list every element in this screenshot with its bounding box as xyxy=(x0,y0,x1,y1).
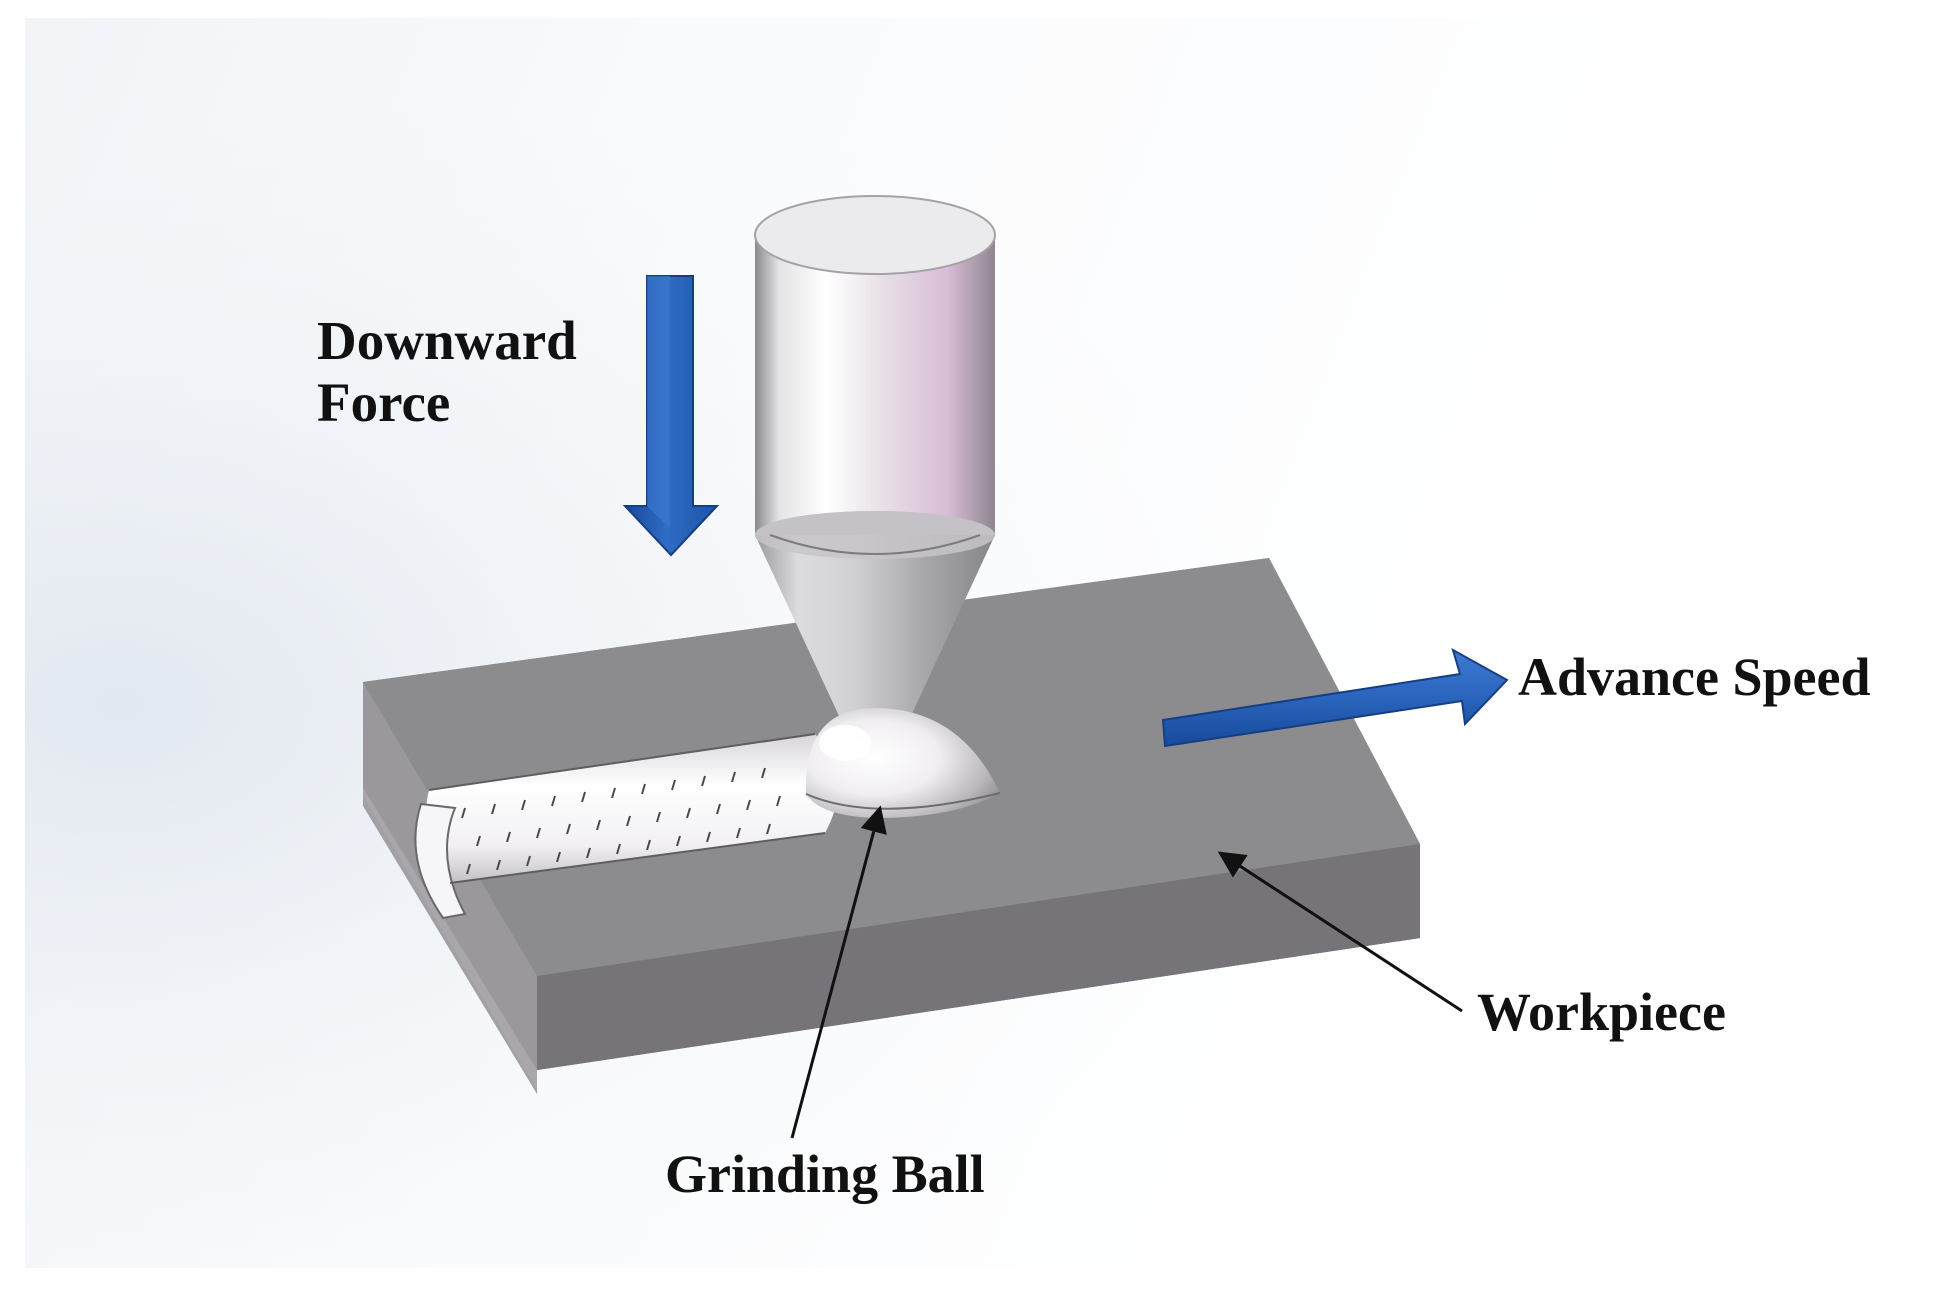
ground-groove xyxy=(414,733,838,920)
tool-taper xyxy=(755,511,995,718)
advance-speed-label: Advance Speed xyxy=(1518,647,1871,707)
diagram-scene: Downward Force Advance Speed Workpiece G… xyxy=(25,18,1945,1268)
groove-surface xyxy=(425,734,838,883)
workpiece-label: Workpiece xyxy=(1477,982,1726,1042)
downward-force-label: Downward Force xyxy=(317,310,577,433)
grinding-ball xyxy=(805,708,1001,818)
tool-cylinder-body xyxy=(755,235,995,535)
advance-arrow-shape xyxy=(1161,647,1509,748)
tool-holder xyxy=(754,195,996,559)
tool-cylinder-top xyxy=(754,195,996,275)
groove-end-profile xyxy=(414,802,467,920)
downward-force-label-line2: Force xyxy=(317,371,451,433)
downward-force-arrow xyxy=(622,275,720,557)
grinding-ball-label: Grinding Ball xyxy=(665,1144,985,1204)
leader-lines xyxy=(790,805,1463,1139)
ball-highlight xyxy=(819,725,871,761)
leader-workpiece xyxy=(1217,851,1463,1013)
downward-force-label-line1: Downward xyxy=(317,310,577,371)
advance-speed-arrow xyxy=(1161,647,1509,748)
plate-front xyxy=(537,844,1420,1070)
tool-taper-body xyxy=(755,535,995,718)
leader-grinding-ball xyxy=(790,805,887,1139)
diagram-drawing xyxy=(25,18,1945,1268)
groove-tool-marks xyxy=(461,767,781,875)
